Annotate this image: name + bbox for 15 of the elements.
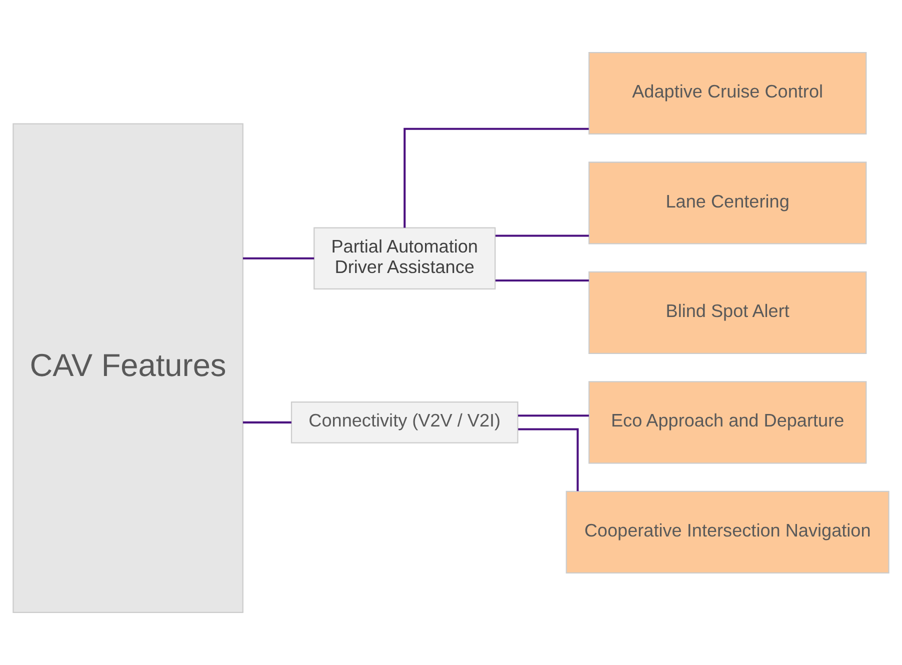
node-box: CAV Features [12, 123, 244, 614]
node-box: Partial Automation Driver Assistance [314, 227, 496, 290]
connector [404, 128, 589, 228]
connector [242, 421, 292, 424]
connector [495, 279, 589, 282]
connector [518, 428, 579, 492]
connector [518, 414, 589, 417]
node-box: Adaptive Cruise Control [588, 52, 867, 135]
node-box: Connectivity (V2V / V2I) [290, 402, 518, 444]
node-box: Lane Centering [588, 162, 867, 244]
connector [242, 257, 314, 260]
node-box: Cooperative Intersection Navigation [566, 490, 890, 574]
node-box: Eco Approach and Departure [588, 381, 867, 464]
connector [495, 234, 589, 237]
node-box: Blind Spot Alert [588, 271, 867, 354]
